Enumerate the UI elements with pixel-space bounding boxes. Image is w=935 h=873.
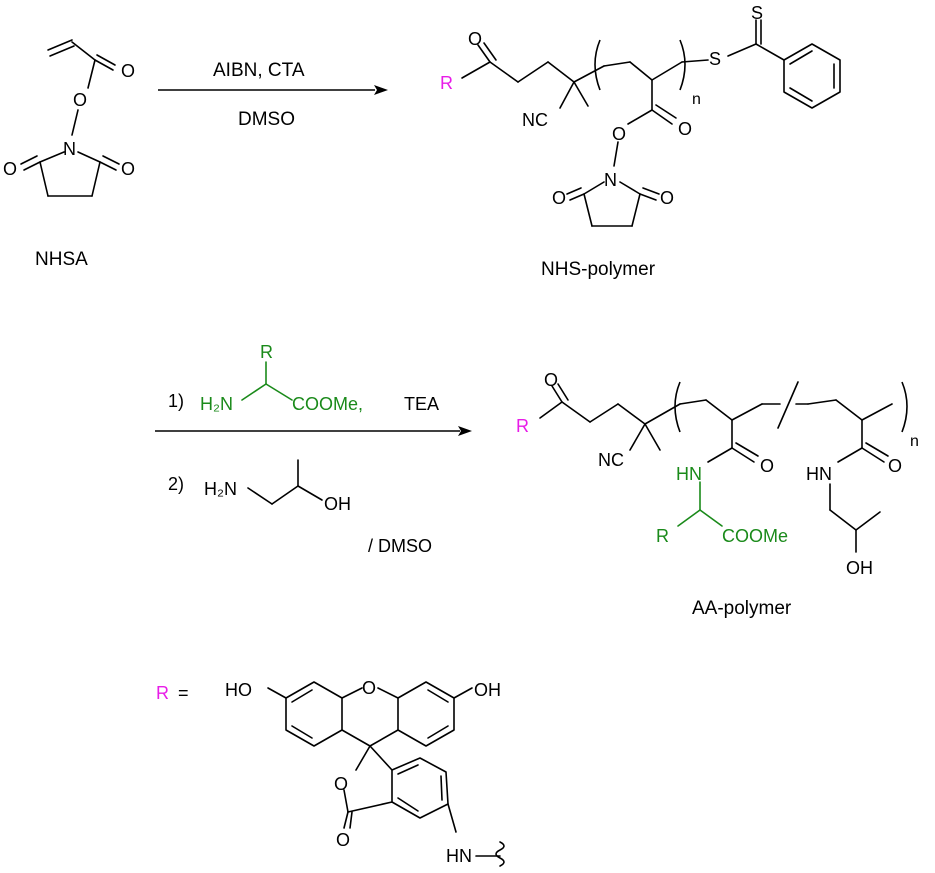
reaction-arrow-1 [158, 85, 388, 95]
r-lactone-o: O [334, 774, 348, 794]
aa-polymer-hydroxyl: OH [846, 558, 873, 578]
nhs-polymer-structure [461, 19, 841, 227]
nhsa-label: NHSA [35, 249, 88, 270]
nhsa-right-o: O [121, 159, 135, 179]
r-definition-equals: = [178, 683, 189, 703]
r-carbonyl-o: O [336, 830, 350, 850]
r-ho-left: HO [225, 680, 252, 700]
step2-solvent: / DMSO [368, 536, 432, 556]
nhs-polymer-r: R [440, 73, 453, 93]
nhs-polymer-ring-right-o: O [660, 188, 674, 208]
r-xanthene-o: O [362, 678, 376, 698]
nhs-polymer-ketone-o: O [468, 29, 482, 49]
nhs-polymer-subscript-n: n [692, 91, 701, 108]
nhsa-carbonyl-o: O [121, 61, 135, 81]
step2-amine: H₂N [204, 479, 237, 499]
aa-polymer-ketone-o: O [544, 370, 558, 390]
nhs-polymer-thione-s: S [751, 3, 763, 23]
step1-amine: H₂N [200, 394, 233, 414]
step1-prefix: 1) [168, 391, 184, 411]
nhs-polymer-thio-s: S [709, 49, 721, 69]
r-hn: HN [446, 846, 472, 866]
aa-polymer-cooме: COOMe [722, 526, 788, 546]
step2-prefix: 2) [168, 474, 184, 494]
nhs-polymer-ester-o: O [612, 124, 626, 144]
nhsa-left-o: O [3, 159, 17, 179]
step1-ester: COOMe, [292, 394, 363, 414]
aa-polymer-label: AA-polymer [692, 598, 792, 619]
aa-polymer-right-hn: HN [806, 464, 832, 484]
step1-base: TEA [404, 394, 439, 414]
nhsa-nitrogen: N [63, 139, 76, 159]
nhsa-ester-o: O [73, 90, 87, 110]
fluorescein-structure [267, 681, 505, 867]
aa-polymer-subscript-n: n [910, 433, 919, 450]
nhs-polymer-label: NHS-polymer [541, 259, 656, 280]
nhs-polymer-nc: NC [522, 110, 548, 130]
reaction-arrow-2 [155, 426, 472, 436]
nhs-polymer-ring-left-o: O [552, 188, 566, 208]
nhsa-structure: O O N O O [3, 39, 135, 197]
step1-r-group: R [260, 342, 273, 362]
aa-polymer-side-r: R [656, 526, 669, 546]
aa-polymer-right-o: O [888, 456, 902, 476]
aa-polymer-r: R [516, 416, 529, 436]
r-definition-label: R [156, 683, 169, 703]
aa-polymer-structure [539, 381, 908, 553]
r-oh-right: OH [474, 680, 501, 700]
aa-polymer-left-o: O [760, 456, 774, 476]
step2-hydroxyl: OH [324, 494, 351, 514]
nhs-polymer-ester-carbonyl-o: O [678, 119, 692, 139]
aa-polymer-nc: NC [598, 450, 624, 470]
aminopropanol-structure [247, 459, 323, 505]
arrow1-reagents-below: DMSO [238, 109, 295, 130]
amino-acid-ester-structure [241, 361, 293, 401]
arrow1-reagents-above: AIBN, CTA [213, 60, 305, 81]
nhs-polymer-nitrogen: N [604, 170, 617, 190]
aa-polymer-left-hn: HN [676, 464, 702, 484]
